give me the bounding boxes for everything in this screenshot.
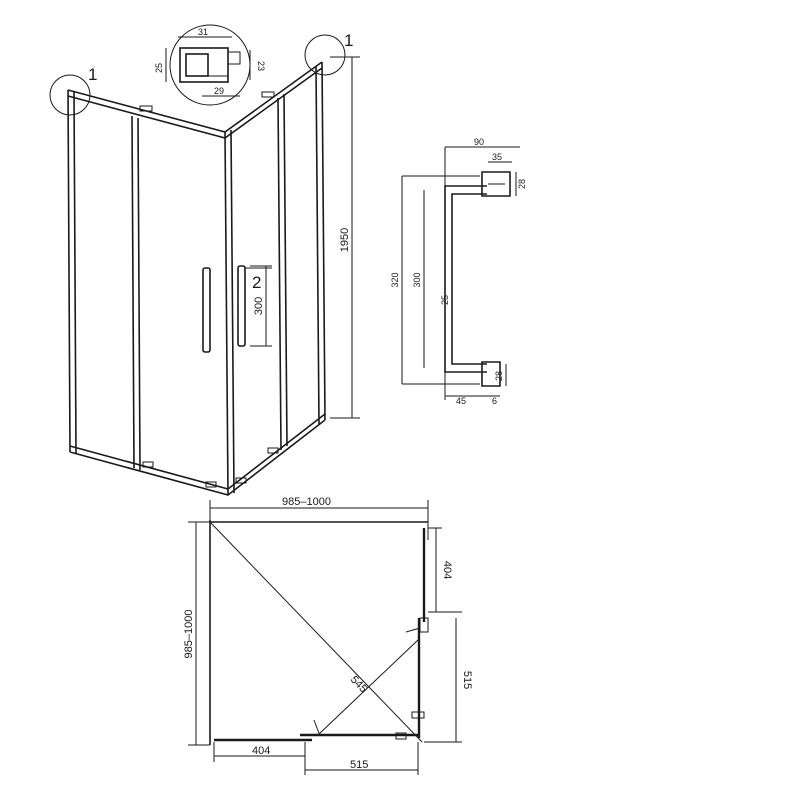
svg-text:320: 320 [390,272,400,287]
svg-text:25: 25 [440,295,450,305]
svg-text:28: 28 [517,179,527,189]
handle-length-dim: 300 [253,297,265,315]
callout-right: 1 [344,31,353,50]
handle-detail: 90 35 28 320 300 25 28 45 6 [390,137,527,406]
svg-text:90: 90 [474,137,484,147]
svg-text:515: 515 [461,671,473,689]
plan-width-dim: 985–1000 [282,496,331,508]
callout-handle: 2 [252,273,261,292]
svg-text:28: 28 [494,371,504,381]
detail-circle-left [49,74,91,116]
handle-right [237,265,246,347]
svg-text:45: 45 [456,396,466,406]
svg-text:545: 545 [348,674,369,696]
svg-text:25: 25 [154,63,164,73]
svg-text:404: 404 [252,745,270,757]
svg-text:300: 300 [412,272,422,287]
svg-text:31: 31 [198,27,208,37]
svg-text:35: 35 [492,152,502,162]
plan-depth-dim: 985–1000 [183,610,195,659]
detail-circle-right [304,34,346,76]
plan-view: 985–1000 985–1000 404 515 404 515 545 [183,496,473,775]
svg-text:23: 23 [256,61,266,71]
svg-text:404: 404 [441,561,453,579]
enclosure-perspective-view: 1950 300 2 1 1 [49,31,360,496]
svg-text:6: 6 [492,396,497,406]
svg-text:515: 515 [350,759,368,771]
profile-detail: 31 25 23 29 [154,24,266,106]
svg-text:29: 29 [214,86,224,96]
height-dim: 1950 [339,228,351,252]
callout-left: 1 [88,65,97,84]
handle-left [202,267,211,353]
